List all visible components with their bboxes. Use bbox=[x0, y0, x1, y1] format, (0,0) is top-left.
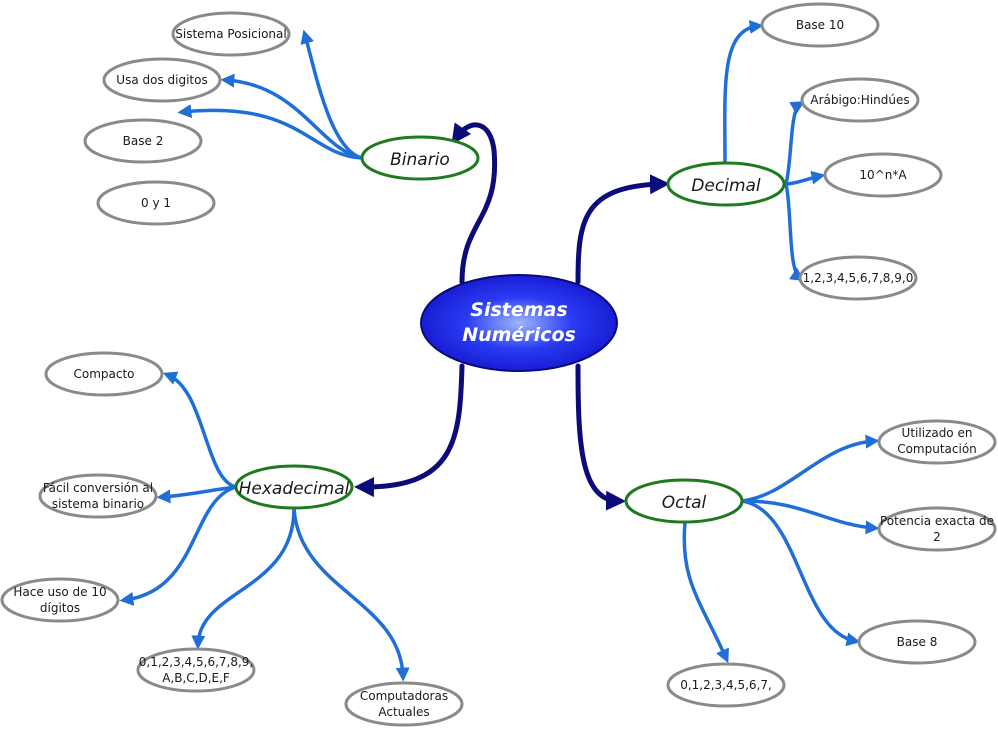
leaf-decimal-1[interactable]: Base 10 bbox=[760, 2, 880, 48]
leaf-text-binario-2: Usa dos digitos bbox=[116, 73, 207, 87]
connector-decimal-1 bbox=[723, 19, 764, 164]
leaf-text-hexa-3-line-1: Hace uso de 10 bbox=[13, 585, 106, 599]
leaf-text-hexa-4-line-2: A,B,C,D,E,F bbox=[162, 671, 230, 685]
connector-decimal bbox=[575, 174, 670, 285]
connector-hexa-3 bbox=[119, 485, 238, 606]
branch-hexadecimal[interactable]: Hexadecimal bbox=[234, 464, 354, 510]
leaf-text-hexa-2-line-2: sistema binario bbox=[52, 497, 144, 511]
connector-octal-1 bbox=[740, 434, 880, 503]
connector-octal bbox=[575, 363, 626, 511]
leaf-octal-2[interactable]: Potencia exacta de 2 bbox=[877, 506, 997, 552]
connector-octal-4 bbox=[682, 520, 729, 664]
connector-decimal-2 bbox=[784, 101, 805, 186]
leaf-text-hexa-1: Compacto bbox=[73, 367, 134, 381]
branch-label-binario: Binario bbox=[390, 150, 450, 170]
branch-octal[interactable]: Octal bbox=[624, 478, 744, 524]
leaf-text-binario-4: 0 y 1 bbox=[141, 196, 171, 210]
leaf-text-hexa-3-line-2: dígitos bbox=[40, 601, 80, 615]
leaf-text-decimal-2: Arábigo:Hindúes bbox=[810, 93, 909, 107]
leaf-octal-4[interactable]: 0,1,2,3,4,5,6,7, bbox=[666, 662, 786, 708]
branch-label-octal: Octal bbox=[662, 493, 707, 513]
connector-decimal-3 bbox=[784, 170, 826, 186]
leaf-text-binario-3: Base 2 bbox=[123, 134, 164, 148]
branch-label-decimal: Decimal bbox=[691, 176, 761, 196]
leaf-binario-3[interactable]: Base 2 bbox=[83, 118, 203, 164]
leaf-text-decimal-1: Base 10 bbox=[796, 18, 844, 32]
leaf-text-octal-2-line-1: Potencia exacta de bbox=[880, 514, 994, 528]
leaf-text-octal-2-line-2: 2 bbox=[933, 530, 941, 544]
leaf-text-hexa-4-line-1: 0,1,2,3,4,5,6,7,8,9, bbox=[139, 655, 254, 669]
connector-octal-3 bbox=[740, 499, 861, 647]
leaf-octal-3[interactable]: Base 8 bbox=[857, 619, 977, 665]
center-title-line-2: Numéricos bbox=[462, 324, 576, 346]
connector-hexadecimal bbox=[354, 363, 465, 498]
leaf-hexa-2[interactable]: Fácil conversión al sistema binario bbox=[38, 473, 158, 519]
leaf-hexa-1[interactable]: Compacto bbox=[44, 351, 164, 397]
center-title-line-1: Sistemas bbox=[470, 299, 567, 321]
leaf-octal-1[interactable]: Utilizado en Computación bbox=[877, 419, 997, 465]
connector-binario-3 bbox=[177, 104, 364, 160]
leaf-text-octal-3: Base 8 bbox=[897, 635, 938, 649]
connector-hexa-1 bbox=[162, 371, 238, 489]
connector-hexa-4 bbox=[191, 507, 296, 650]
leaf-decimal-2[interactable]: Arábigo:Hindúes bbox=[800, 77, 920, 123]
leaf-text-octal-1-line-2: Computación bbox=[897, 442, 977, 456]
connector-octal-2 bbox=[740, 499, 880, 535]
leaf-binario-4[interactable]: 0 y 1 bbox=[96, 180, 216, 226]
connector-binario bbox=[451, 122, 498, 285]
leaf-connectors bbox=[119, 19, 880, 682]
connector-decimal-4 bbox=[784, 182, 805, 282]
leaf-text-octal-1-line-1: Utilizado en bbox=[902, 426, 973, 440]
leaf-text-decimal-3: 10^n*A bbox=[859, 168, 907, 182]
leaf-text-binario-1: Sistema Posicional bbox=[175, 27, 286, 41]
leaf-binario-1[interactable]: Sistema Posicional bbox=[171, 11, 291, 57]
branch-decimal[interactable]: Decimal bbox=[666, 161, 786, 207]
leaf-text-hexa-5-line-2: Actuales bbox=[378, 705, 429, 719]
connector-binario-2 bbox=[220, 73, 364, 160]
leaf-hexa-4[interactable]: 0,1,2,3,4,5,6,7,8,9, A,B,C,D,E,F bbox=[136, 647, 256, 693]
branch-label-hexadecimal: Hexadecimal bbox=[239, 479, 350, 499]
main-connectors bbox=[354, 122, 670, 511]
leaf-text-decimal-4: 1,2,3,4,5,6,7,8,9,0 bbox=[803, 271, 914, 285]
connector-binario-1 bbox=[300, 29, 364, 160]
leaf-text-hexa-2-line-1: Fácil conversión al bbox=[43, 481, 153, 495]
leaf-decimal-3[interactable]: 10^n*A bbox=[823, 152, 943, 198]
leaf-text-octal-4: 0,1,2,3,4,5,6,7, bbox=[680, 678, 772, 692]
connector-hexa-5 bbox=[292, 507, 410, 682]
leaf-text-hexa-5-line-1: Computadoras bbox=[360, 689, 448, 703]
leaf-binario-2[interactable]: Usa dos digitos bbox=[102, 57, 222, 103]
center-node[interactable]: Sistemas Numéricos bbox=[420, 274, 618, 372]
branch-binario[interactable]: Binario bbox=[360, 135, 480, 181]
leaf-decimal-4[interactable]: 1,2,3,4,5,6,7,8,9,0 bbox=[798, 255, 918, 301]
leaf-hexa-5[interactable]: Computadoras Actuales bbox=[344, 681, 464, 727]
leaf-hexa-3[interactable]: Hace uso de 10 dígitos bbox=[0, 577, 120, 623]
